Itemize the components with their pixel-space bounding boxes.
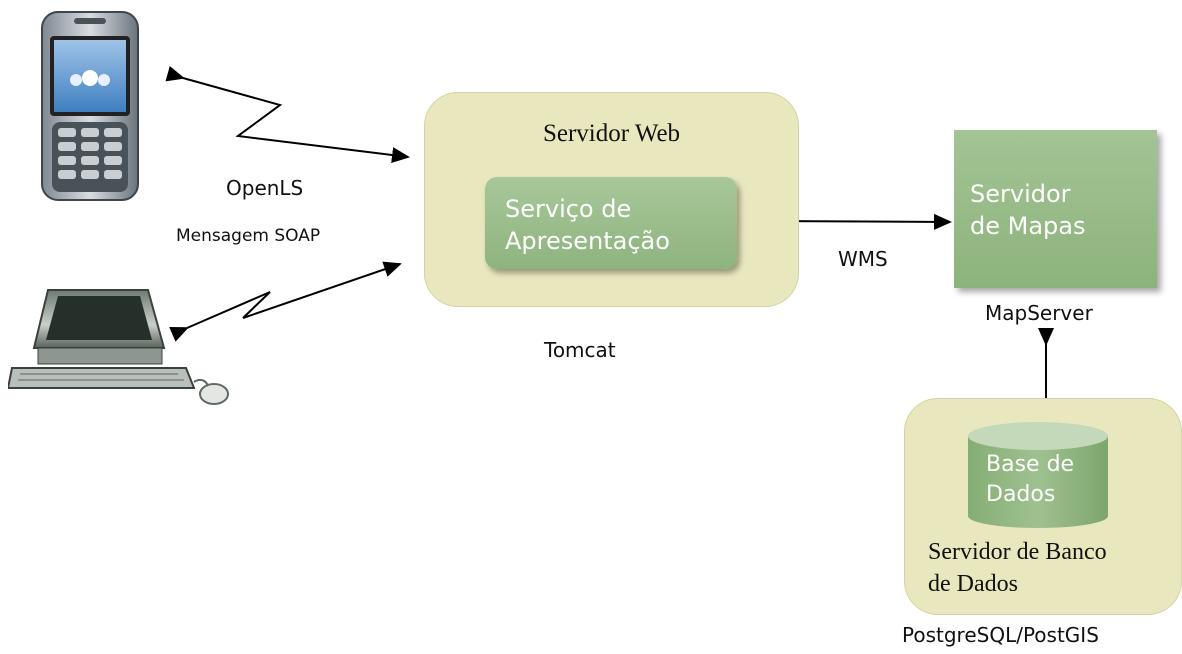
wms-label: WMS [838, 247, 888, 271]
database-label: Base de Dados [986, 452, 1075, 507]
tomcat-label: Tomcat [544, 338, 616, 362]
map-server-label: Servidor de Mapas [970, 180, 1086, 240]
soap-message-label: Mensagem SOAP [176, 226, 321, 246]
mobile-phone-icon [38, 10, 142, 202]
phone-link-arrow [165, 66, 410, 163]
desktop-computer-icon [8, 282, 233, 407]
map-server-box: Servidor de Mapas [954, 130, 1157, 288]
mapserver-label: MapServer [985, 301, 1093, 325]
desktop-link-arrow [169, 261, 402, 342]
postgresql-postgis-label: PostgreSQL/PostGIS [902, 623, 1099, 647]
presentation-service-box: Serviço de Apresentação [485, 177, 737, 269]
presentation-service-label: Serviço de Apresentação [505, 195, 670, 255]
web-server-title: Servidor Web [542, 120, 681, 147]
database-server-label: Servidor de Banco de Dados [928, 539, 1107, 597]
openls-label: OpenLS [226, 176, 304, 200]
